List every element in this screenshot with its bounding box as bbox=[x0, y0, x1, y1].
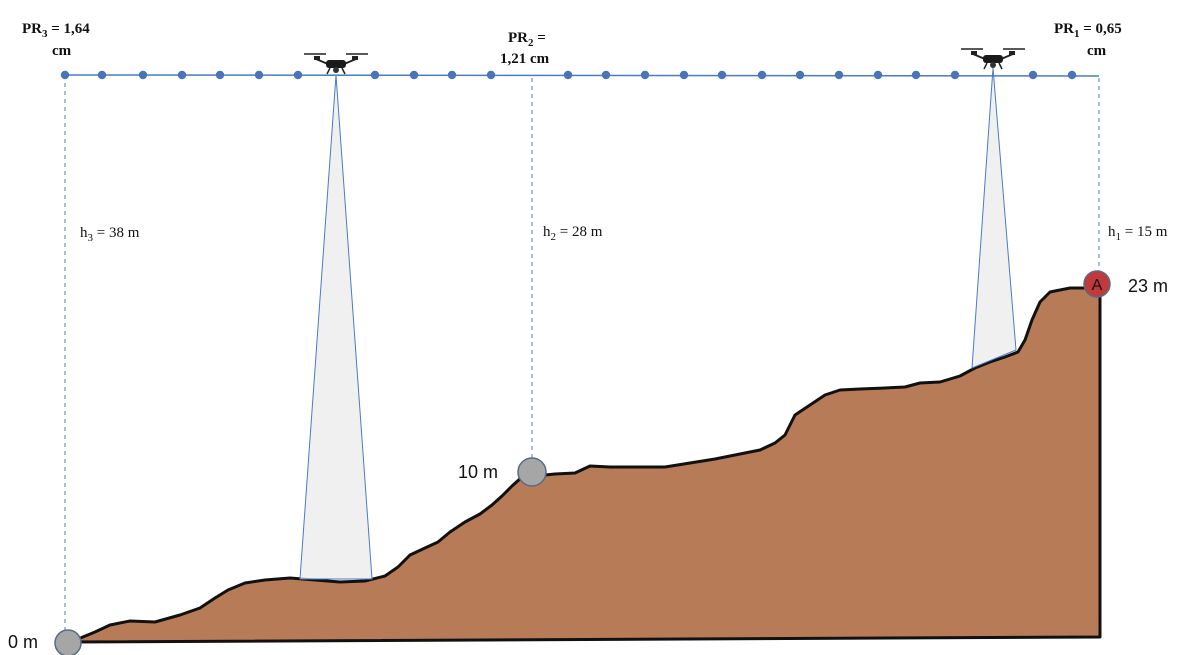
waypoint-marker bbox=[601, 70, 611, 80]
camera-cone-right bbox=[971, 67, 1017, 369]
drones bbox=[304, 48, 1025, 75]
waypoint-marker bbox=[254, 70, 264, 80]
camera-field-of-view bbox=[299, 67, 1017, 580]
waypoint-marker bbox=[679, 70, 689, 80]
marker-10m bbox=[517, 457, 547, 487]
terrain-profile bbox=[68, 286, 1102, 644]
elevation-label-10m: 10 m bbox=[458, 462, 498, 482]
waypoint-marker bbox=[370, 70, 380, 80]
marker-0m bbox=[54, 629, 82, 655]
waypoint-marker bbox=[640, 70, 650, 80]
waypoint-marker bbox=[950, 70, 960, 80]
flight-line bbox=[64, 74, 1100, 77]
waypoint-marker bbox=[757, 70, 767, 80]
waypoint-marker bbox=[215, 70, 225, 80]
waypoint-marker bbox=[60, 70, 70, 80]
point-a-label: A bbox=[1092, 277, 1103, 294]
height-guide-lines bbox=[64, 75, 1100, 633]
pr1-unit: cm bbox=[1087, 43, 1107, 59]
h2-label: h2 = 28 m bbox=[543, 224, 603, 243]
pr2-unit: 1,21 cm bbox=[500, 51, 550, 67]
waypoint-marker bbox=[795, 70, 805, 80]
waypoint-marker bbox=[1028, 70, 1038, 80]
waypoint-marker bbox=[563, 70, 573, 80]
waypoint-marker bbox=[834, 70, 844, 80]
elevation-label-23m: 23 m bbox=[1128, 276, 1168, 296]
h1-label: h1 = 15 m bbox=[1108, 224, 1168, 243]
elevation-label-0m: 0 m bbox=[8, 632, 38, 652]
drone-icon bbox=[304, 53, 368, 75]
waypoint-marker bbox=[911, 70, 921, 80]
drone-icon bbox=[961, 48, 1025, 70]
marker-point-a bbox=[1083, 270, 1111, 298]
pr3-unit: cm bbox=[52, 43, 72, 59]
camera-cone-left bbox=[299, 74, 373, 580]
waypoint-marker bbox=[177, 70, 187, 80]
waypoint-marker bbox=[1067, 70, 1077, 80]
waypoints bbox=[60, 70, 1077, 80]
h3-label: h3 = 38 m bbox=[80, 225, 140, 244]
waypoint-marker bbox=[486, 70, 496, 80]
pr2-label: PR2 = bbox=[508, 30, 546, 49]
pr3-label: PR3 = 1,64 bbox=[22, 21, 90, 40]
waypoint-marker bbox=[293, 70, 303, 80]
waypoint-marker bbox=[447, 70, 457, 80]
waypoint-marker bbox=[717, 70, 727, 80]
waypoint-marker bbox=[409, 70, 419, 80]
waypoint-marker bbox=[873, 70, 883, 80]
pr1-label: PR1 = 0,65 bbox=[1054, 21, 1122, 40]
waypoint-marker bbox=[138, 70, 148, 80]
waypoint-marker bbox=[97, 70, 107, 80]
